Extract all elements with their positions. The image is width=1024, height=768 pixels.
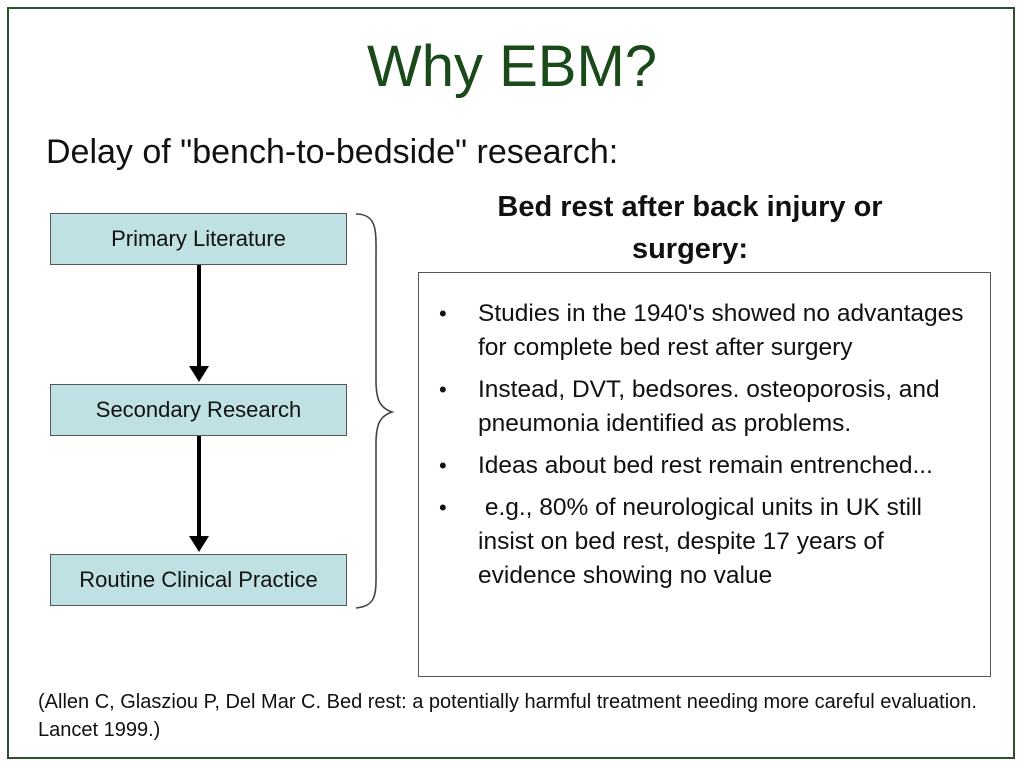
bullet-dot-icon: • [439,301,447,326]
slide-frame [7,7,1015,759]
flow-step-routine-clinical-practice: Routine Clinical Practice [50,554,347,606]
bullet-text: Ideas about bed rest remain entrenched..… [478,452,933,479]
arrow-secondary-to-routine [189,436,209,552]
bullet-dot-icon: • [439,495,447,520]
right-curly-brace [355,213,395,609]
bullet-text: Instead, DVT, bedsores. osteoporosis, an… [478,376,940,437]
panel-heading: Bed rest after back injury or surgery: [430,186,950,270]
bullet-text: e.g., 80% of neurological units in UK st… [478,494,929,589]
panel-heading-line-2: surgery: [631,233,749,265]
bullet-dot-icon: • [439,453,447,478]
panel-heading-line-1: Bed rest after back injury or [497,191,883,223]
bullet-item: • e.g., 80% of neurological units in UK … [437,491,977,593]
bullet-item: • Ideas about bed rest remain entrenched… [437,449,977,483]
slide-title: Why EBM? [366,34,658,99]
arrow-primary-to-secondary [189,265,209,382]
citation: (Allen C, Glasziou P, Del Mar C. Bed res… [38,691,977,741]
bullet-text: Studies in the 1940's showed no advantag… [478,300,964,361]
bed-rest-panel: • Studies in the 1940's showed no advant… [418,272,991,677]
bullet-dot-icon: • [439,377,447,402]
flow-step-secondary-research: Secondary Research [50,384,347,436]
slide-subtitle: Delay of "bench-to-bedside" research: [46,133,619,171]
bullet-item: • Studies in the 1940's showed no advant… [437,297,977,365]
bullet-list: • Studies in the 1940's showed no advant… [437,297,977,601]
flow-step-primary-literature: Primary Literature [50,213,347,265]
bullet-item: • Instead, DVT, bedsores. osteoporosis, … [437,373,977,441]
